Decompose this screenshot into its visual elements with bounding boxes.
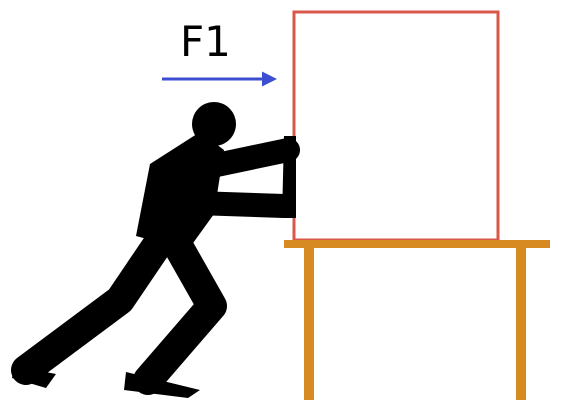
table-leg-right [516,248,526,400]
person-upper-arm [200,138,300,178]
person-leg-left [11,223,177,385]
person-leg-right [133,231,227,395]
person-foot-left [12,366,56,388]
table-leg-left [304,248,314,400]
person-hands [282,136,296,218]
table [284,240,550,400]
f1-label: F1 [180,17,231,66]
table-top [284,240,550,248]
pushing-person-icon [11,102,300,398]
person-torso [136,132,224,250]
person-foot-right [124,372,200,398]
box [292,10,500,242]
